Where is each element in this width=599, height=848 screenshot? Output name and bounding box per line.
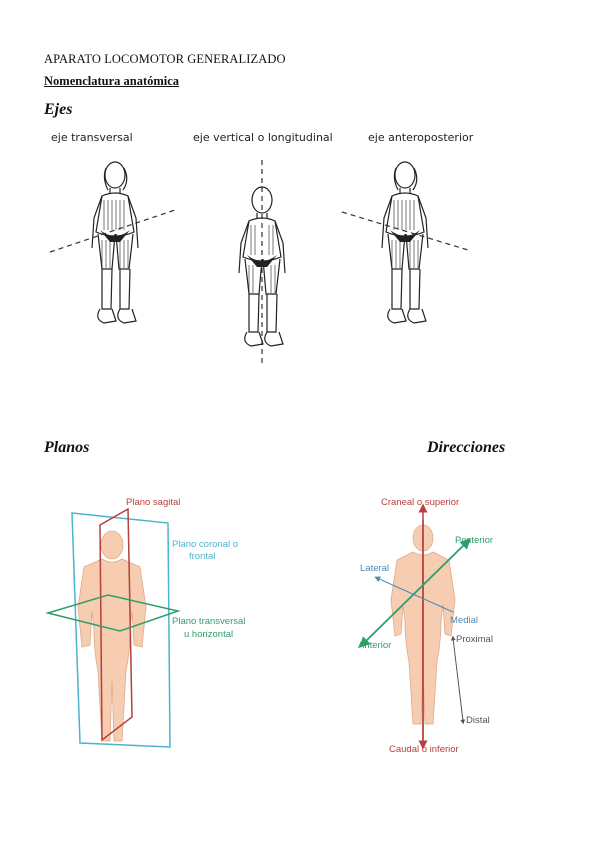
label-plano-transversal-2: u horizontal [184,629,234,640]
figure-eje-vertical [238,160,286,365]
figure-direcciones [359,503,471,750]
label-anterior: Anterior [358,640,392,651]
label-plano-sagital: Plano sagital [126,497,181,508]
section-heading-ejes: Ejes [44,101,73,118]
label-eje-anteroposterior: eje anteroposterior [368,131,474,144]
label-posterior: Posterior [455,535,494,546]
document-title: APARATO LOCOMOTOR GENERALIZADO [44,52,286,66]
label-plano-coronal-2: frontal [189,551,216,562]
label-eje-vertical: eje vertical o longitudinal [193,131,333,144]
section-heading-direcciones: Direcciones [427,439,506,456]
label-caudal: Caudal o inferior [389,744,459,755]
label-proximal: Proximal [456,634,493,645]
label-medial: Medial [450,615,478,626]
label-craneal: Craneal o superior [381,497,460,508]
section-heading-planos: Planos [44,439,90,456]
document-subtitle: Nomenclatura anatómica [44,74,180,88]
figure-eje-anteroposterior [341,161,469,324]
label-eje-transversal: eje transversal [51,131,133,144]
label-plano-transversal: Plano transversal [172,616,246,627]
figure-eje-transversal [49,161,176,324]
label-distal: Distal [466,715,490,726]
label-lateral: Lateral [360,563,390,574]
label-plano-coronal: Plano coronal o [172,539,239,550]
figure-planos [45,507,181,748]
